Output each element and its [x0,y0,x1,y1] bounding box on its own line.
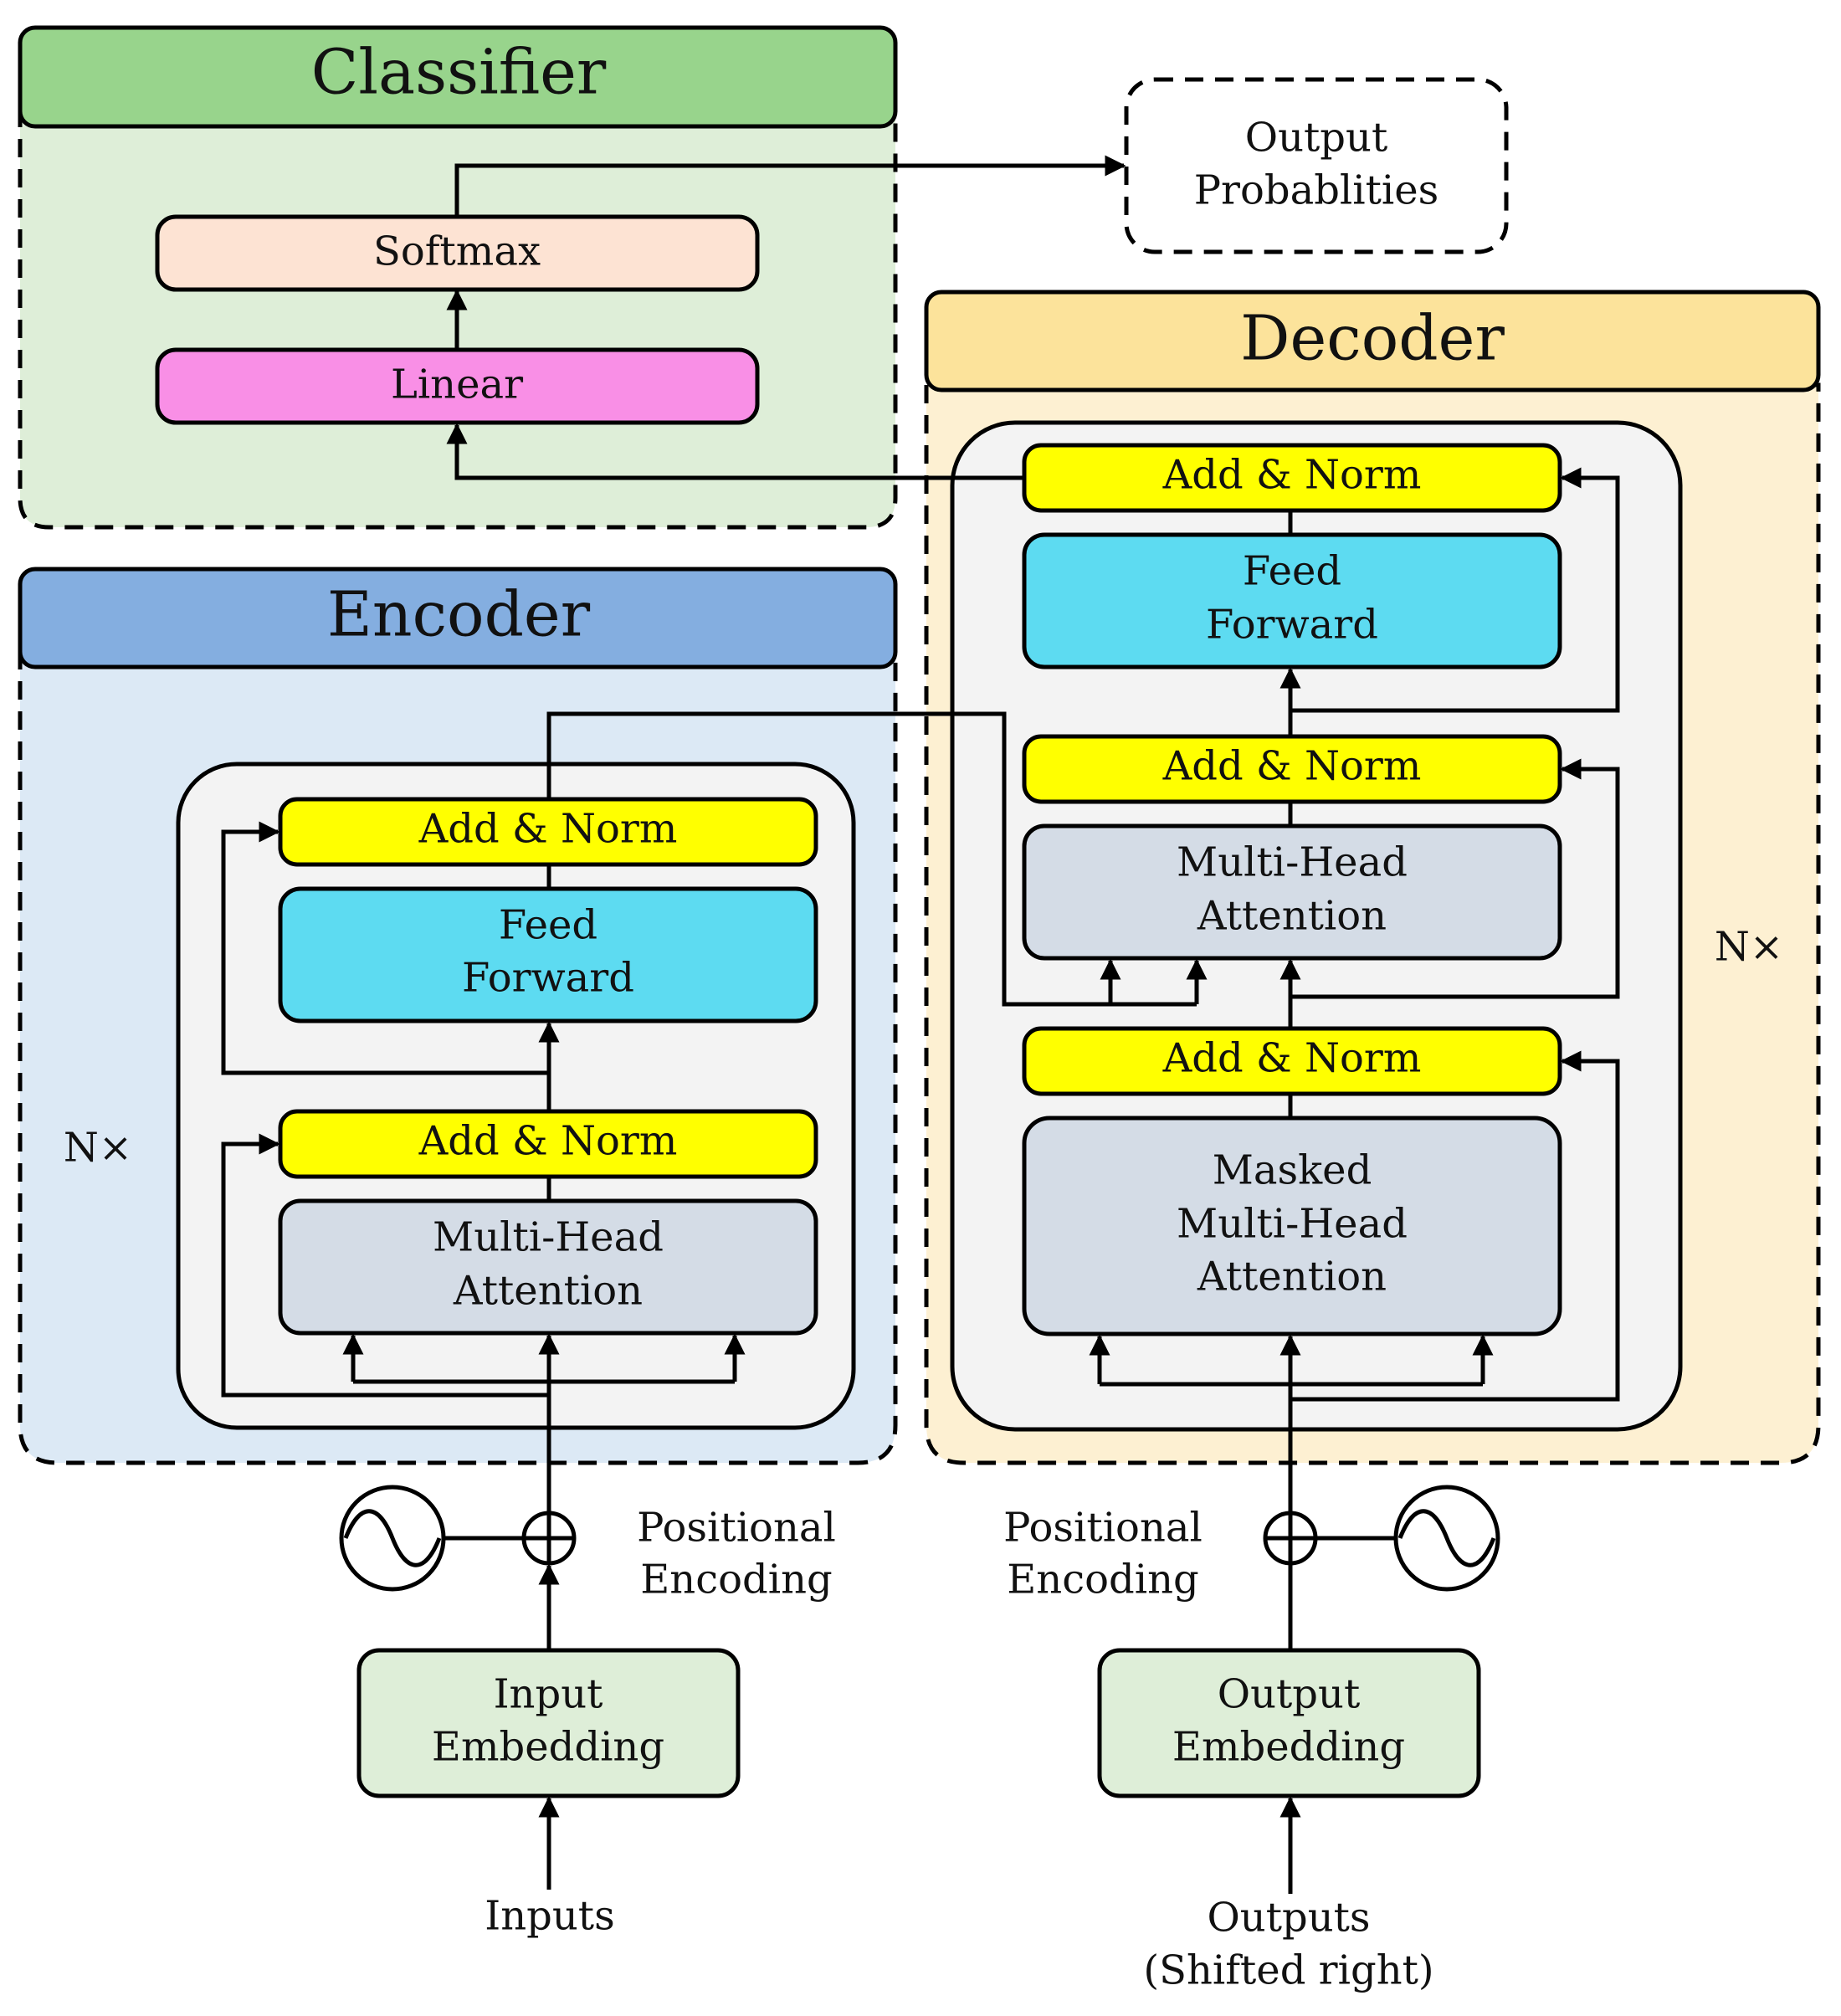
decoder-residual-2 [1290,758,1620,999]
inputs-label: Inputs [485,1893,614,1940]
input-embedding-line2: Embedding [432,1724,664,1771]
classifier-title: Classifier [311,36,607,108]
encoder-add-norm-bottom-label: Add & Norm [418,1118,678,1165]
encoder-feed-forward-line1: Feed [499,902,597,949]
classifier-header [18,25,898,129]
encoder-repeat-label: N× [64,1125,132,1172]
outputs-label-line1: Outputs [1207,1895,1370,1942]
decoder-positional-encoding-line1: Positional [1003,1505,1203,1552]
output-embedding-line1: Output [1218,1671,1360,1718]
decoder-positional-encoding-symbols [1263,1485,1500,1592]
decoder-attention-line2: Attention [1197,893,1387,940]
decoder-residual-1 [1290,1050,1620,1402]
decoder-add-norm-bottom-label: Add & Norm [1162,1035,1422,1082]
decoder-masked-attention-line3: Attention [1197,1254,1387,1300]
encoder-attention-line2: Attention [453,1268,643,1315]
encoder-feed-forward-line2: Forward [462,955,634,1002]
arrow-decoder-to-linear [446,423,1024,480]
decoder-header [924,290,1821,392]
decoder-masked-attention-line2: Multi-Head [1177,1201,1408,1248]
linear-label: Linear [391,362,523,408]
decoder-panel: Decoder N× Add & Norm Feed Forward Add &… [924,290,1821,1465]
outputs-label-line2: (Shifted right) [1143,1947,1433,1994]
encoder-positional-encoding-line2: Encoding [640,1557,832,1603]
encoder-add-norm-top-label: Add & Norm [418,806,678,853]
encoder-panel: Encoder N× Add & Norm Feed Forward Add &… [18,567,898,1465]
decoder-residual-3 [1290,467,1620,713]
encoder-positional-encoding-symbols [339,1485,577,1592]
encoder-residual-2 [221,821,549,1075]
encoder-output-to-decoder [546,711,1197,1007]
decoder-sine-wave-curve [1397,1509,1496,1567]
output-embedding-line2: Embedding [1172,1724,1405,1771]
arrow-softmax-to-output-probabilities [454,155,1126,217]
output-probabilities-box [1124,77,1509,254]
input-embedding-line1: Input [494,1671,603,1718]
encoder-attention-line1: Multi-Head [433,1214,664,1261]
decoder-positional-encoding-line2: Encoding [1007,1557,1198,1603]
decoder-add-norm-middle-label: Add & Norm [1162,743,1422,790]
encoder-positional-encoding-line1: Positional [637,1505,836,1552]
encoder-title: Encoder [327,578,591,650]
decoder-attention-line1: Multi-Head [1177,839,1408,886]
decoder-add-norm-top-label: Add & Norm [1162,452,1422,499]
decoder-masked-attention-line1: Masked [1213,1147,1372,1194]
output-probabilities-line2: Probablities [1194,167,1439,214]
decoder-feed-forward-line1: Feed [1243,548,1341,595]
decoder-title: Decoder [1240,302,1505,374]
connections [221,155,1620,1894]
encoder-header [18,567,898,669]
softmax-label: Softmax [373,228,541,275]
encoder-sine-wave-curve [343,1509,442,1567]
output-probabilities-line1: Output [1245,115,1387,162]
decoder-feed-forward-line2: Forward [1206,602,1378,649]
encoder-residual-1 [221,1133,549,1398]
decoder-repeat-label: N× [1715,924,1783,971]
